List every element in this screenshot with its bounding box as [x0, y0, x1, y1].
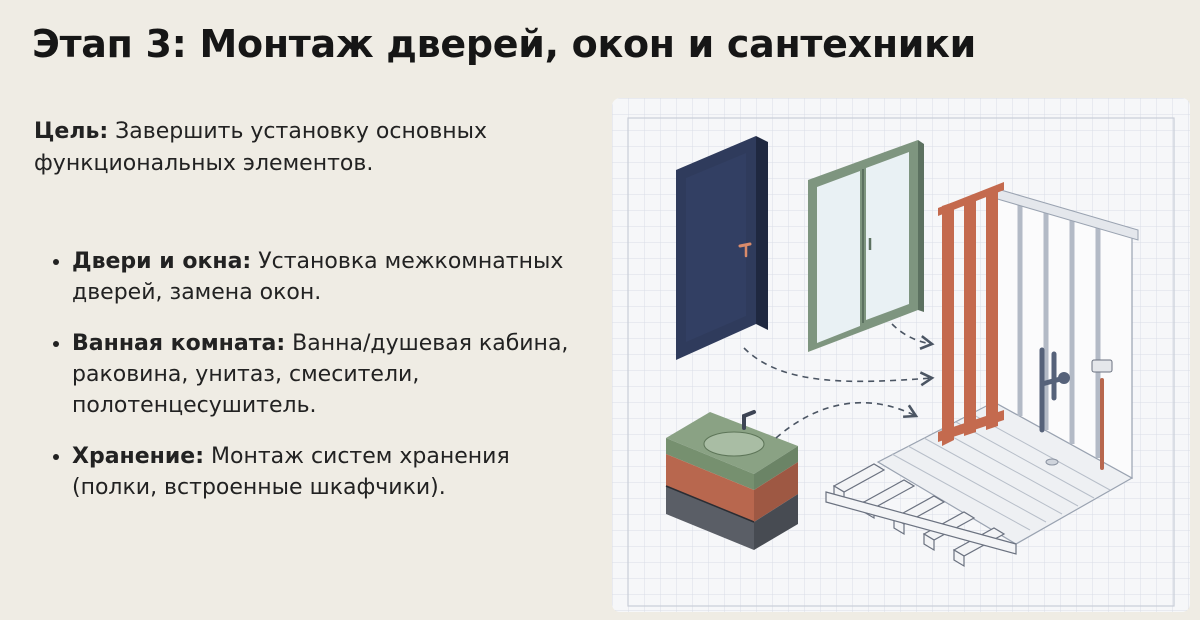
list-item-text: Ванна/душевая кабина, раковина, унитаз, … — [72, 331, 569, 418]
list-item-text: Монтаж систем хранения (полки, встроенны… — [72, 444, 510, 500]
window-icon — [808, 140, 924, 352]
list-item-text: Установка межкомнатных дверей, замена ок… — [72, 249, 564, 305]
arrow-icon — [743, 323, 935, 439]
bullet-list: Двери и окна: Установка межкомнатных две… — [44, 246, 592, 523]
list-item-label: Двери и окна: — [72, 249, 252, 274]
list-item-label: Ванная комната: — [72, 331, 286, 356]
vanity-sink-icon — [665, 410, 798, 550]
door-icon — [676, 136, 768, 360]
goal-label: Цель: — [34, 119, 109, 144]
illustration-panel — [612, 98, 1190, 612]
list-item-label: Хранение: — [72, 444, 205, 469]
list-item: Ванная комната: Ванна/душевая кабина, ра… — [72, 328, 592, 421]
goal-body: Завершить установку основных функциональ… — [34, 119, 488, 176]
goal-text: Цель: Завершить установку основных функц… — [34, 116, 554, 180]
bathroom-frame-icon — [825, 182, 1139, 568]
list-item: Хранение: Монтаж систем хранения (полки,… — [72, 441, 592, 503]
page-title: Этап 3: Монтаж дверей, окон и сантехники — [32, 22, 976, 66]
renovation-illustration — [612, 98, 1190, 612]
list-item: Двери и окна: Установка межкомнатных две… — [72, 246, 592, 308]
